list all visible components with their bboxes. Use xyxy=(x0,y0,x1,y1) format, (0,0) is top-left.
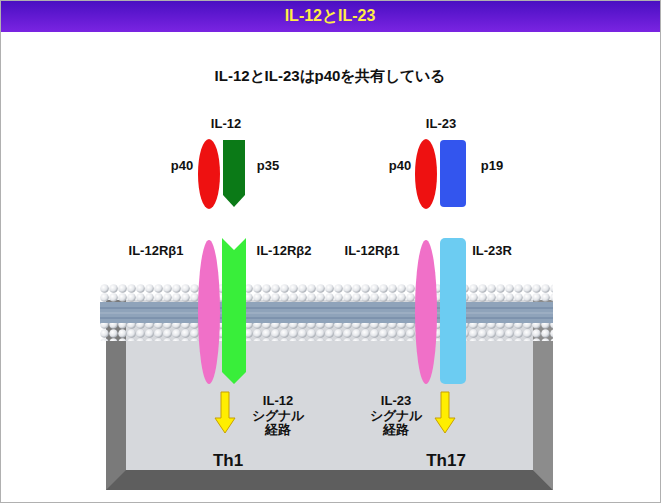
subunit-label: p40 xyxy=(389,159,411,174)
p40-subunit xyxy=(198,139,220,209)
receptor-il23r xyxy=(440,238,466,384)
membrane-outer-leaflet xyxy=(100,284,553,302)
pathway-label: IL-23 シグナル 経路 xyxy=(364,394,428,439)
cell-bevel xyxy=(106,470,553,490)
pathway-label: IL-12 シグナル 経路 xyxy=(246,394,310,439)
membrane-core xyxy=(100,302,553,324)
title: IL-12とIL-23 xyxy=(285,7,376,25)
cytokine-name: IL-12 xyxy=(211,117,241,132)
title-bar xyxy=(1,1,660,32)
p19-subunit xyxy=(440,140,466,207)
receptor-il12rb1 xyxy=(415,240,437,384)
receptor-il12rb1 xyxy=(198,240,220,384)
membrane-line xyxy=(100,318,553,319)
receptor-label: IL-23R xyxy=(472,244,512,259)
signal-arrow xyxy=(215,392,235,433)
p40-subunit xyxy=(415,139,437,209)
subunit-label: p19 xyxy=(481,159,503,174)
receptor-il12rb2 xyxy=(222,238,246,384)
membrane-inner-leaflet xyxy=(100,323,553,341)
subunit-label: p40 xyxy=(171,159,193,174)
receptor-label: IL-12Rβ2 xyxy=(257,244,312,259)
signal-arrow xyxy=(435,392,455,433)
subtitle: IL-12とIL-23はp40を共有している xyxy=(215,67,446,84)
receptor-label: IL-12Rβ1 xyxy=(129,244,184,259)
membrane-line xyxy=(100,308,553,309)
receptor-label: IL-12Rβ1 xyxy=(345,244,400,259)
membrane-line xyxy=(100,313,553,314)
subunit-label: p35 xyxy=(257,159,279,174)
cell-type: Th17 xyxy=(426,451,466,471)
p35-subunit xyxy=(223,140,245,207)
cell-type: Th1 xyxy=(213,451,243,471)
cytokine-name: IL-23 xyxy=(426,117,456,132)
